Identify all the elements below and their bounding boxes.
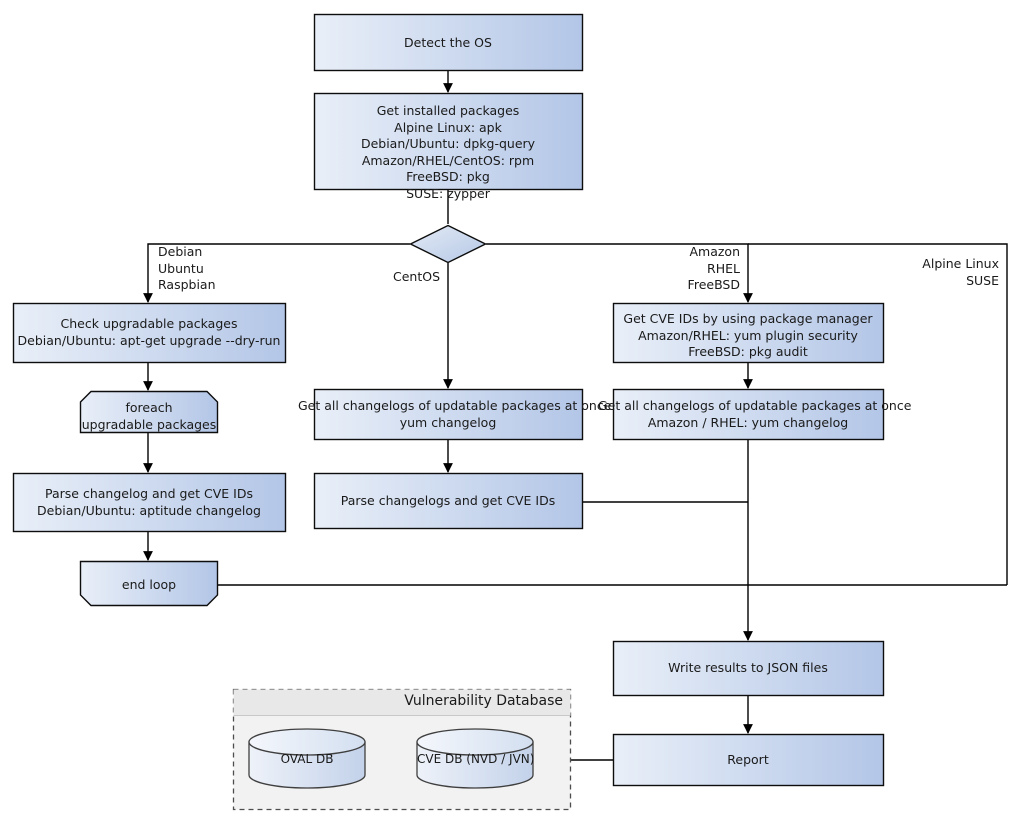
node-get-cve-ids-pkgmgr[interactable] [612,302,885,364]
edge-label-branch-debian: Debian Ubuntu Raspbian [158,244,216,294]
edge-decision-left-bus [143,243,410,303]
text-line: SUSE [966,272,999,288]
db-label-oval: OVAL DB [280,752,334,766]
node-get-installed-packages[interactable] [313,92,584,191]
text-line: Alpine Linux [922,256,999,271]
group-title-vulnerability-database: Vulnerability Database [404,693,563,709]
text-line: Debian [158,244,203,259]
text-line: Ubuntu [158,260,204,276]
text-line: Amazon [689,244,740,259]
node-get-changelogs-amazon[interactable] [612,388,885,441]
node-report[interactable] [612,733,885,787]
node-parse-changelogs-centos[interactable] [313,472,584,530]
node-foreach-loop[interactable] [79,390,219,434]
edge-label-branch-alpine: Alpine Linux SUSE [887,256,999,289]
text-line: Raspbian [158,277,216,292]
edge-label-branch-centos: CentOS [330,269,440,286]
group-vulnerability-database-header [233,689,571,716]
db-cylinder-cve[interactable] [416,728,534,789]
node-end-loop[interactable] [79,560,219,607]
text-line: CentOS [392,269,440,284]
node-detect-os[interactable] [313,13,584,72]
text-line: RHEL [707,260,740,276]
node-os-decision[interactable] [408,224,488,264]
edge-decision-alpine [748,243,1008,585]
db-label-cve: CVE DB (NVD / JVN) [417,752,535,766]
node-check-upgradable[interactable] [12,302,287,364]
db-cylinder-oval[interactable] [248,728,366,789]
text-line: FreeBSD [687,277,740,292]
node-parse-changelog-debian[interactable] [12,472,287,533]
node-get-changelogs-centos[interactable] [313,388,584,441]
node-write-results[interactable] [612,640,885,697]
edge-label-branch-amazon: Amazon RHEL FreeBSD [630,244,740,294]
